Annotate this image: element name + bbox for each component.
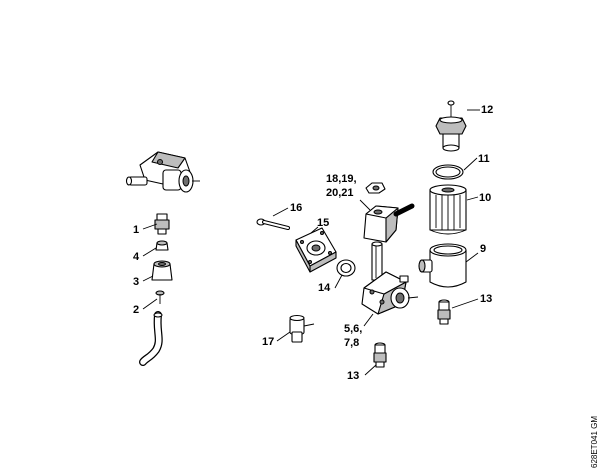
callout-labels: 1 4 3 2 12 11 10 9 13 13 14 15 16 17 18,… xyxy=(133,104,493,382)
part-14-gasket xyxy=(336,259,356,277)
part-18-21-solenoid xyxy=(363,203,415,243)
callout-3: 3 xyxy=(133,276,139,288)
part-5-8-main-pump xyxy=(361,241,419,315)
part-3-union-nut xyxy=(151,260,173,281)
callout-12: 12 xyxy=(481,104,493,116)
callout-5-6: 5,6, xyxy=(344,323,362,335)
part-16-bolt xyxy=(256,218,290,230)
part-11-o-ring xyxy=(432,164,464,180)
part-13-fitting-lower xyxy=(373,342,387,368)
callout-2: 2 xyxy=(133,304,139,316)
part-12-filter-cap xyxy=(435,100,467,152)
callout-14: 14 xyxy=(318,282,331,294)
callout-16: 16 xyxy=(290,202,302,214)
part-15-flange xyxy=(295,227,337,273)
part-solenoid-nut xyxy=(365,182,386,194)
callout-18-19: 18,19, xyxy=(326,173,357,185)
part-1-fitting xyxy=(154,213,170,235)
callout-15: 15 xyxy=(317,217,329,229)
callout-20-21: 20,21 xyxy=(326,187,354,199)
part-17-elbow xyxy=(289,314,315,343)
part-13-fitting-right xyxy=(437,299,451,325)
callout-13-lower: 13 xyxy=(347,370,359,382)
drawing-code: 628ET041 GM xyxy=(590,416,599,468)
callout-1: 1 xyxy=(133,224,139,236)
part-4-nut xyxy=(155,240,169,251)
callout-17: 17 xyxy=(262,336,274,348)
callout-13-right: 13 xyxy=(480,293,492,305)
callout-10: 10 xyxy=(479,192,491,204)
callout-9: 9 xyxy=(480,243,486,255)
callout-4: 4 xyxy=(133,251,140,263)
leader-lines xyxy=(142,109,480,376)
callout-11: 11 xyxy=(478,153,490,165)
part-hose xyxy=(139,311,163,366)
callout-7-8: 7,8 xyxy=(344,337,359,349)
part-10-filter-element xyxy=(429,184,467,235)
part-left-pump xyxy=(125,151,200,193)
part-2-screw xyxy=(155,290,165,304)
part-9-filter-bowl xyxy=(418,243,467,288)
